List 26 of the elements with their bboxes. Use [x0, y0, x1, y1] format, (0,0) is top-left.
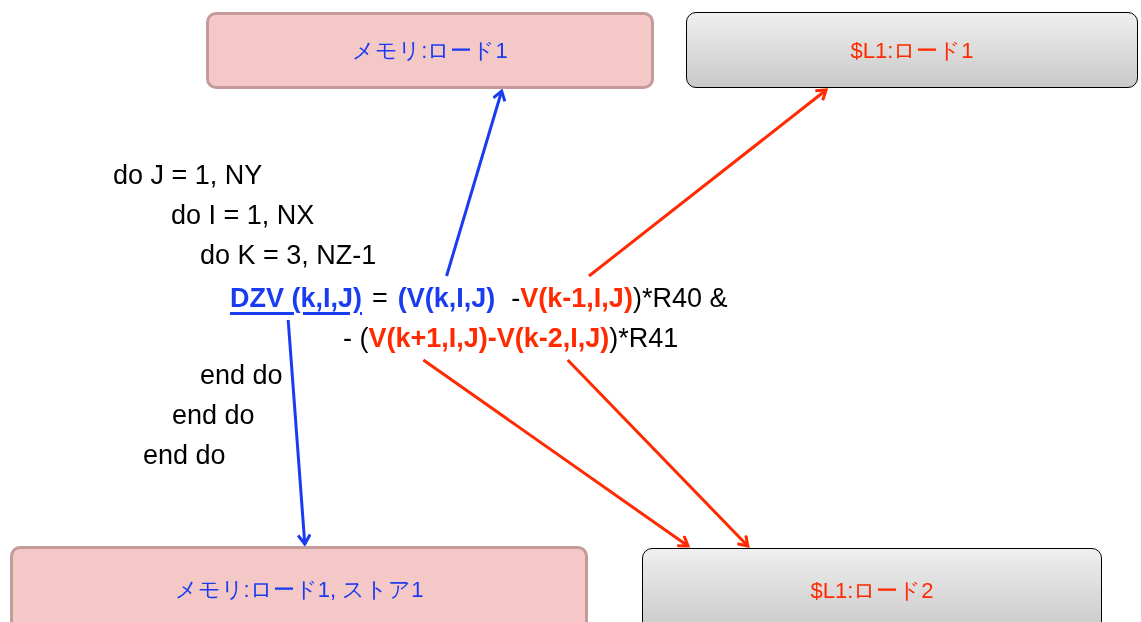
memory-box: メモリ:ロード1: [206, 12, 654, 89]
code-variable: DZV (k,I,J): [220, 278, 363, 318]
code-text: end do: [172, 400, 255, 430]
code-variable: V(k+1,I,J): [368, 318, 488, 358]
code-text: end do: [200, 360, 283, 390]
code-variable: (V(k,I,J): [397, 278, 496, 318]
arrow: [445, 89, 507, 277]
cache-box: $L1:ロード2: [642, 548, 1102, 622]
code-text: )*R41: [609, 322, 679, 355]
code-text: -: [487, 322, 497, 355]
arrow: [286, 319, 312, 546]
code-variable: V(k-2,I,J): [496, 318, 610, 358]
arrow: [588, 88, 828, 278]
memory-box: メモリ:ロード1, ストア1: [10, 546, 588, 622]
code-text: do K = 3, NZ-1: [200, 240, 377, 270]
cache-box: $L1:ロード1: [686, 12, 1138, 88]
code-text: do I = 1, NX: [171, 200, 315, 230]
code-text: -: [510, 282, 521, 315]
code-variable: V(k-1,I,J): [520, 278, 633, 318]
code-text: )*R40 &: [632, 282, 728, 315]
code-text: - (: [343, 322, 369, 355]
arrow: [566, 358, 750, 548]
code-text: end do: [143, 440, 226, 470]
arrow: [422, 358, 690, 548]
code-text: do J = 1, NY: [113, 160, 263, 190]
code-text: =: [371, 282, 389, 315]
